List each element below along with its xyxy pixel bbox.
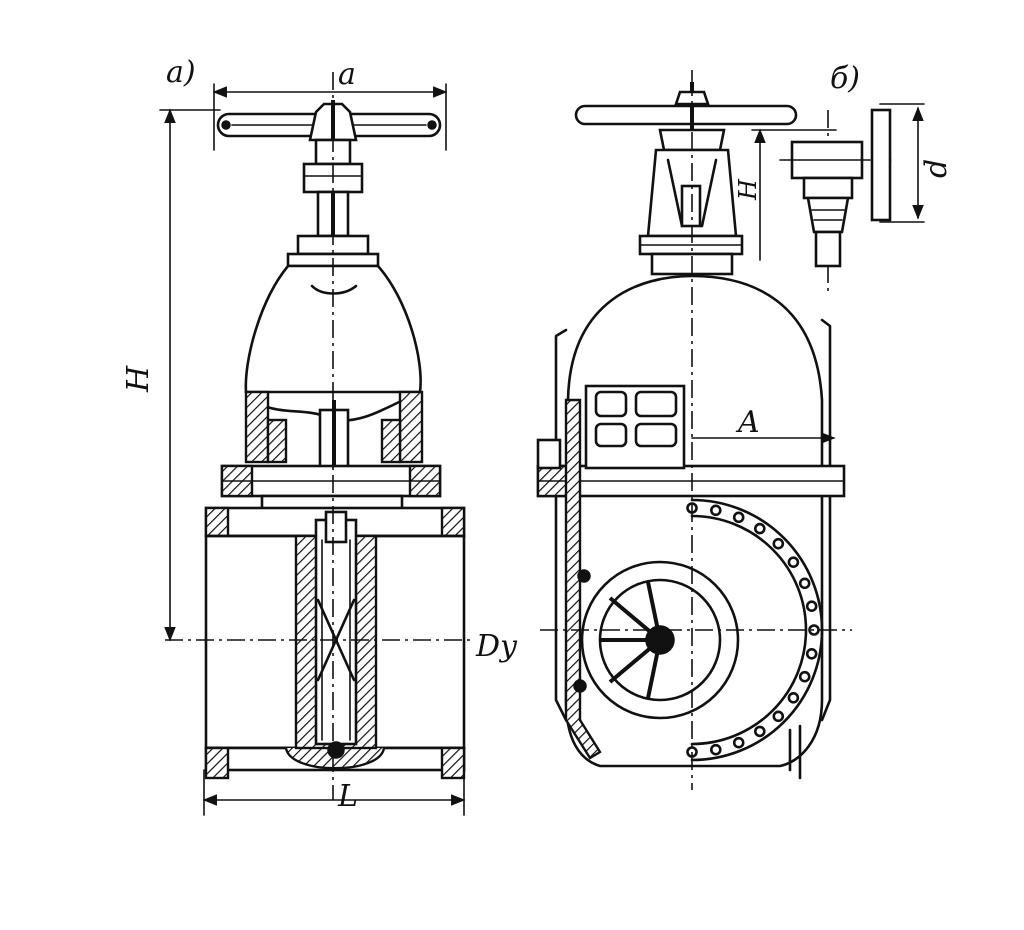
label-dim-d: d [919, 159, 954, 178]
label-dim-H: H [121, 365, 156, 393]
label-dim-A: A [735, 405, 760, 440]
bolt-hole [732, 736, 745, 749]
bolt-hole [709, 504, 722, 517]
label-view-a: а) [166, 55, 196, 90]
view-a-valve [159, 72, 472, 816]
view-b-valve [536, 70, 925, 790]
detail-inset [751, 103, 925, 296]
label-dim-h: H [734, 178, 762, 201]
bolt-hole [798, 577, 811, 590]
bolt-hole [753, 522, 766, 535]
label-dim-a: a [338, 57, 356, 92]
yoke-b [638, 128, 744, 276]
bolt-hole [753, 725, 766, 738]
body-a [204, 506, 466, 780]
label-dim-Dy: Dy [475, 629, 518, 664]
bolt-hole [732, 511, 745, 524]
bolt-hole [787, 556, 800, 569]
bolt-hole [798, 670, 811, 683]
bolt-hole [772, 710, 785, 723]
bolt-hole [787, 691, 800, 704]
bolt-hole [709, 743, 722, 756]
bolt-hole [805, 647, 818, 660]
body-b [536, 274, 846, 780]
bolt-hole [805, 600, 818, 613]
label-view-b: б) [830, 61, 860, 96]
flange-bolt-holes [686, 502, 820, 758]
bolt-hole [772, 537, 785, 550]
label-dim-L: L [337, 779, 358, 814]
